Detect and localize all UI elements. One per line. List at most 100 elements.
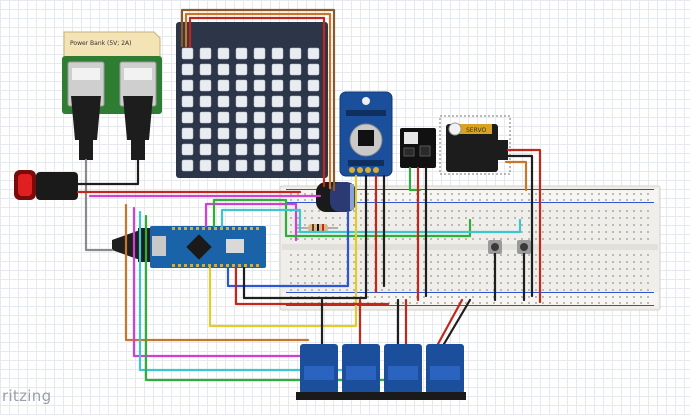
- push-button-left: [488, 240, 502, 254]
- matrix-led: [271, 79, 284, 92]
- matrix-led: [217, 143, 230, 156]
- matrix-led: [181, 47, 194, 60]
- matrix-led: [289, 127, 302, 140]
- wire-green-nano-2: [212, 198, 472, 238]
- potentiometer-module-4: [422, 344, 466, 400]
- wire-blue-nano: [226, 210, 350, 288]
- matrix-led: [253, 111, 266, 124]
- potentiometer-module-1: [296, 344, 340, 400]
- arduino-nano: [150, 226, 266, 268]
- matrix-led: [235, 63, 248, 76]
- servo-label: SERVO: [466, 127, 486, 134]
- nano-pins: [172, 227, 259, 267]
- matrix-led: [289, 95, 302, 108]
- matrix-led: [307, 63, 320, 76]
- matrix-led: [307, 127, 320, 140]
- matrix-led: [217, 159, 230, 172]
- matrix-led: [181, 159, 194, 172]
- wire-magenta-nano-2: [204, 202, 298, 242]
- matrix-led: [181, 79, 194, 92]
- wire-brown-matrix: [180, 8, 336, 192]
- matrix-led: [271, 159, 284, 172]
- wire-black-powerbank: [76, 158, 140, 186]
- electrolytic-capacitor: [316, 182, 356, 212]
- matrix-led: [235, 79, 248, 92]
- matrix-led: [271, 47, 284, 60]
- matrix-led: [289, 63, 302, 76]
- wire-magenta-nano-1: [132, 206, 318, 358]
- matrix-led: [253, 143, 266, 156]
- matrix-led: [199, 95, 212, 108]
- wire-cyan-nano-1: [138, 210, 352, 372]
- wire-gray-powerbank: [84, 158, 114, 252]
- wire-green-sensor: [408, 166, 422, 192]
- matrix-led: [307, 95, 320, 108]
- matrix-led: [307, 111, 320, 124]
- watermark: ritzing: [2, 387, 52, 405]
- wire-red-matrix: [188, 16, 326, 188]
- matrix-led: [289, 47, 302, 60]
- matrix-led: [199, 63, 212, 76]
- push-button-right: [517, 240, 531, 254]
- matrix-led: [253, 127, 266, 140]
- matrix-led: [181, 95, 194, 108]
- matrix-led: [199, 111, 212, 124]
- matrix-led: [181, 143, 194, 156]
- matrix-led: [199, 79, 212, 92]
- matrix-led: [199, 159, 212, 172]
- matrix-led: [289, 79, 302, 92]
- matrix-led: [235, 47, 248, 60]
- wire-cyan-nano-2: [220, 208, 522, 234]
- matrix-led: [217, 95, 230, 108]
- potentiometer-module-2: [338, 344, 382, 400]
- rtc-module: [339, 91, 393, 177]
- matrix-led: [199, 143, 212, 156]
- matrix-led: [271, 127, 284, 140]
- matrix-led: [253, 95, 266, 108]
- matrix-led: [289, 159, 302, 172]
- matrix-led: [307, 143, 320, 156]
- wire-yellow-nano: [208, 174, 358, 328]
- matrix-led: [217, 79, 230, 92]
- matrix-led: [235, 143, 248, 156]
- matrix-led: [217, 63, 230, 76]
- wire-black-nano: [242, 174, 368, 300]
- matrix-led: [307, 79, 320, 92]
- matrix-led: [253, 63, 266, 76]
- wire-red-nano: [234, 266, 390, 306]
- resistor: [296, 224, 338, 232]
- matrix-led: [307, 47, 320, 60]
- matrix-led: [271, 143, 284, 156]
- matrix-led: [199, 127, 212, 140]
- wire-orange-nano: [124, 203, 310, 342]
- matrix-led: [253, 47, 266, 60]
- matrix-led: [307, 159, 320, 172]
- wire-black-pot-4: [442, 298, 472, 346]
- rocker-switch: [14, 170, 78, 200]
- matrix-led: [181, 63, 194, 76]
- matrix-led: [199, 47, 212, 60]
- matrix-led: [217, 111, 230, 124]
- potentiometer-module-3: [380, 344, 424, 400]
- wire-orange-matrix: [184, 12, 332, 190]
- matrix-led: [181, 127, 194, 140]
- wire-orange-servo: [504, 160, 528, 192]
- wires: [76, 8, 542, 382]
- matrix-led: [271, 63, 284, 76]
- wire-red-pot-4: [436, 298, 464, 346]
- matrix-led: [235, 159, 248, 172]
- wire-black-servo: [506, 154, 534, 298]
- matrix-led: [289, 143, 302, 156]
- servo-motor: SERVO: [439, 115, 511, 175]
- matrix-led: [253, 159, 266, 172]
- matrix-led: [217, 47, 230, 60]
- matrix-led: [235, 111, 248, 124]
- sensor-module: [400, 128, 436, 168]
- matrix-led: [271, 111, 284, 124]
- matrix-led: [217, 127, 230, 140]
- power-bank-label: Power Bank (5V; 2A): [70, 40, 131, 47]
- matrix-led: [271, 95, 284, 108]
- led-matrix-8x8: [176, 22, 328, 178]
- wire-red-servo: [506, 148, 542, 304]
